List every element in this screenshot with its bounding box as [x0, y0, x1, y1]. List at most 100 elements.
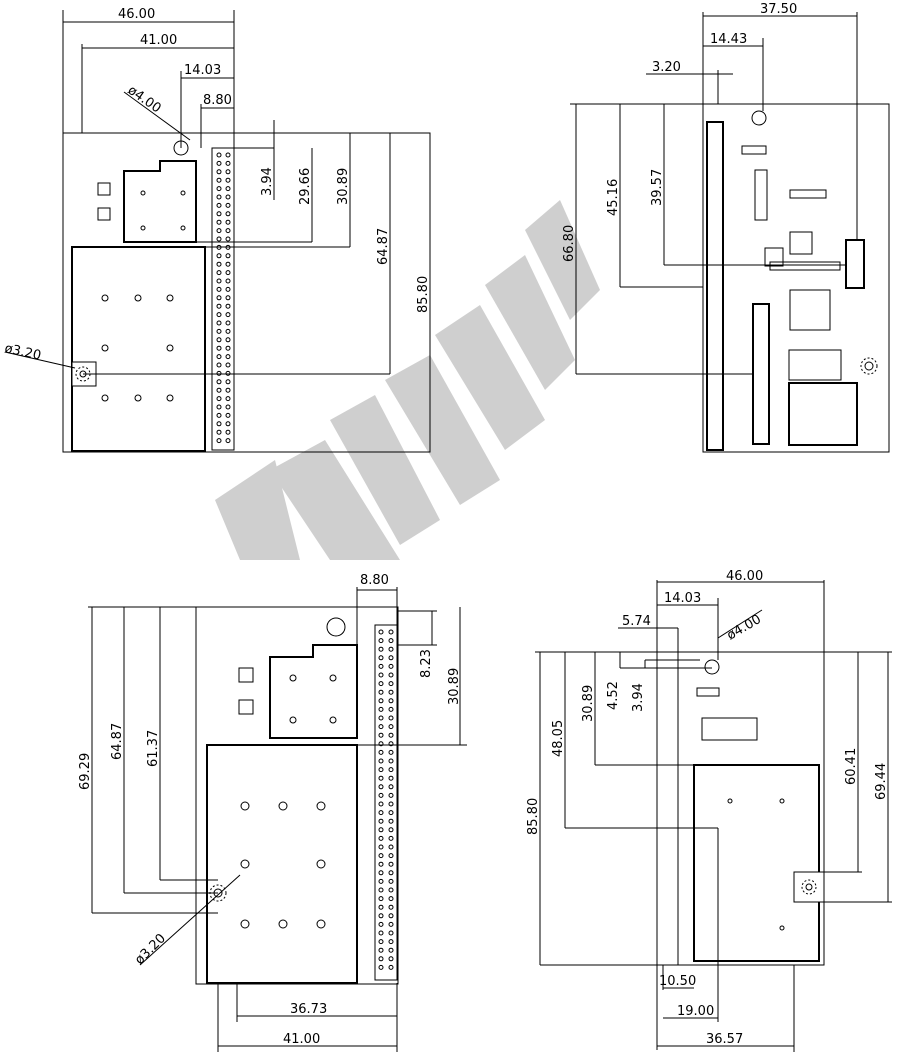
header-pin	[389, 922, 393, 926]
header-pin	[389, 733, 393, 737]
header-pin	[217, 203, 221, 207]
header-pin	[379, 819, 383, 823]
header-pin	[379, 940, 383, 944]
header-pin	[217, 220, 221, 224]
header-pin	[217, 271, 221, 275]
header-pin	[379, 905, 383, 909]
dim-14-03-a: 14.03	[184, 63, 221, 78]
dim-46-00-b: 46.00	[726, 569, 763, 584]
dim-69-44: 69.44	[874, 763, 889, 800]
header-pin	[217, 195, 221, 199]
header-pin	[226, 355, 230, 359]
header-pin	[226, 178, 230, 182]
header-pin	[389, 854, 393, 858]
header-pin	[217, 153, 221, 157]
dim-45-16: 45.16	[606, 179, 621, 216]
header-pin	[389, 793, 393, 797]
header-pin	[217, 422, 221, 426]
dim-19-00: 19.00	[677, 1004, 714, 1019]
header-pin	[217, 229, 221, 233]
dim-5-74: 5.74	[622, 614, 651, 629]
header-pin	[226, 287, 230, 291]
header-pin	[379, 750, 383, 754]
header-pin	[217, 287, 221, 291]
header-pin	[226, 346, 230, 350]
header-pin	[389, 707, 393, 711]
header-pin	[379, 965, 383, 969]
header-pin	[389, 940, 393, 944]
header-pin	[226, 212, 230, 216]
header-pin	[226, 321, 230, 325]
header-pin	[226, 380, 230, 384]
header-pin	[389, 811, 393, 815]
header-pin	[217, 321, 221, 325]
header-pin	[226, 405, 230, 409]
header-pin	[379, 828, 383, 832]
header-pin	[379, 733, 383, 737]
header-pin	[379, 656, 383, 660]
dim-8-80-a: 8.80	[203, 93, 232, 108]
dim-14-03-b: 14.03	[664, 591, 701, 606]
hole-dia-3-20-a: ø3.20	[3, 341, 42, 363]
dim-30-89-a: 30.89	[336, 168, 351, 205]
header-pin	[389, 871, 393, 875]
header-pin	[389, 699, 393, 703]
header-pins	[212, 148, 234, 450]
dim-85-80-a: 85.80	[416, 276, 431, 313]
header-pin	[217, 346, 221, 350]
dim-30-89-c: 30.89	[581, 685, 596, 722]
header-pin	[389, 656, 393, 660]
header-pin	[226, 254, 230, 258]
header-pin	[389, 931, 393, 935]
header-pin	[379, 957, 383, 961]
header-pin	[217, 405, 221, 409]
header-pin	[217, 388, 221, 392]
header-pin	[217, 262, 221, 266]
header-pin	[379, 888, 383, 892]
header-pin	[389, 664, 393, 668]
header-pin	[389, 768, 393, 772]
header-pin	[226, 262, 230, 266]
header-pin	[217, 254, 221, 258]
header-pin	[389, 802, 393, 806]
dim-8-80-b: 8.80	[360, 573, 389, 588]
header-pin	[226, 422, 230, 426]
dim-60-41: 60.41	[844, 748, 859, 785]
header-pin	[389, 828, 393, 832]
header-pin	[217, 296, 221, 300]
header-pin	[217, 363, 221, 367]
header-pin	[379, 862, 383, 866]
header-pin	[379, 630, 383, 634]
header-pin	[389, 759, 393, 763]
header-pin	[379, 811, 383, 815]
header-pin	[226, 430, 230, 434]
header-pin	[226, 170, 230, 174]
header-pin	[217, 313, 221, 317]
header-pin	[226, 371, 230, 375]
header-pin	[226, 296, 230, 300]
header-pin	[217, 304, 221, 308]
header-pin	[226, 439, 230, 443]
header-pin	[226, 271, 230, 275]
header-pin	[217, 413, 221, 417]
dim-29-66: 29.66	[298, 168, 313, 205]
dim-85-80-b: 85.80	[526, 798, 541, 835]
header-pin	[226, 161, 230, 165]
header-pin	[379, 802, 383, 806]
header-pin	[226, 338, 230, 342]
smd-components	[742, 146, 840, 330]
dim-61-37: 61.37	[146, 730, 161, 767]
bottom-left-view: 8.80 8.23 30.89 69.29 64.87 61.37 36.73 …	[78, 573, 467, 1052]
dim-69-29: 69.29	[78, 753, 93, 790]
header-pin	[379, 879, 383, 883]
hole-dia-3-20-b: ø3.20	[132, 931, 169, 968]
header-pin	[389, 862, 393, 866]
header-pin	[379, 699, 383, 703]
header-pin	[217, 355, 221, 359]
dim-4-52: 4.52	[606, 681, 621, 710]
header-pin	[389, 639, 393, 643]
header-pin	[379, 836, 383, 840]
dim-8-23: 8.23	[419, 649, 434, 678]
header-pin	[226, 313, 230, 317]
header-pin	[217, 371, 221, 375]
